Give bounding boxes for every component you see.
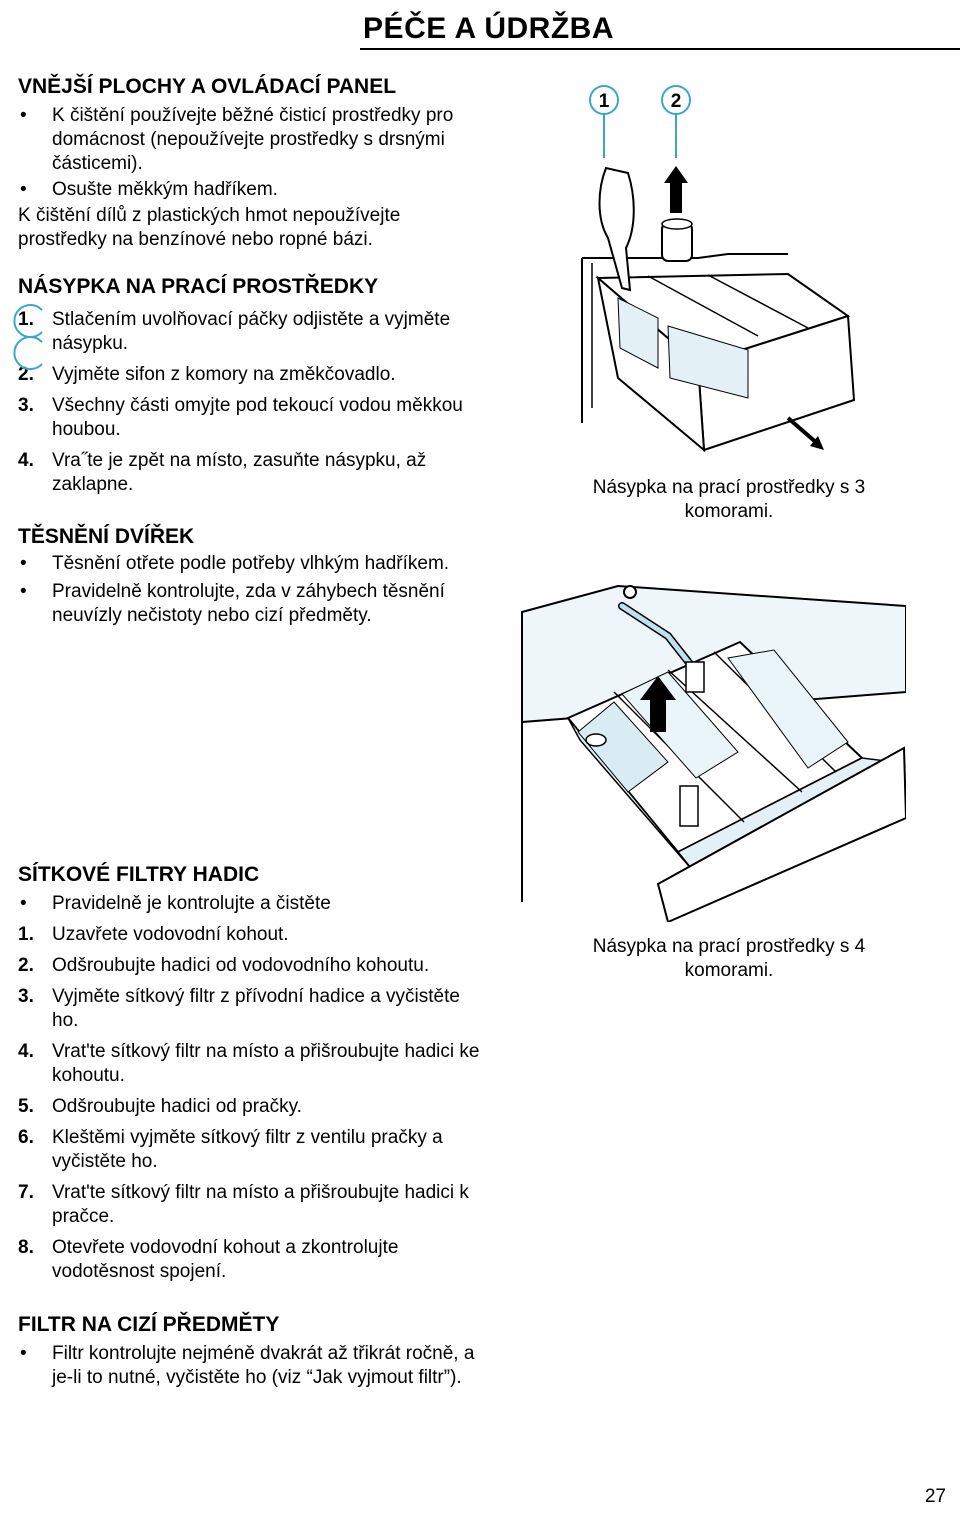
list-item: 2. Vyjměte sifon z komory na změkčovadlo…	[18, 363, 488, 387]
step-text: Vyjměte sítkový filtr z přívodní hadice …	[52, 986, 460, 1031]
step-text: Uzavřete vodovodní kohout.	[52, 924, 289, 945]
note-text: K čištění dílů z plastických hmot nepouž…	[18, 205, 401, 250]
list-item: 8. Otevřete vodovodní kohout a zkontrolu…	[18, 1236, 492, 1284]
step-text: Odšroubujte hadici od pračky.	[52, 1096, 302, 1117]
figure-label-1: 1	[599, 91, 610, 112]
section-exterior: VNĚJŠÍ PLOCHY A OVLÁDACÍ PANEL K čištění…	[18, 74, 488, 252]
dispenser-3-compartments-illustration: 1 2	[581, 85, 856, 453]
step-number: 8.	[18, 1237, 34, 1258]
dispenser-4-compartments-illustration	[521, 584, 906, 922]
list-item: Filtr kontrolujte nejméně dvakrát až tři…	[18, 1342, 482, 1390]
step-circles	[13, 304, 43, 370]
list-item: 6. Kleštěmi vyjměte sítkový filtr z vent…	[18, 1126, 512, 1174]
list-item: Pravidelně je kontrolujte a čistěte	[18, 892, 488, 916]
section-heading: FILTR NA CIZÍ PŘEDMĚTY	[18, 1313, 280, 1336]
page-title-bar: PÉČE A ÚDRŽBA	[360, 0, 960, 50]
section-dispenser: NÁSYPKA NA PRACÍ PROSTŘEDKY 1. Stlačením…	[18, 274, 488, 504]
step-text: Vrat'te sítkový filtr na místo a přišrou…	[52, 1182, 469, 1227]
list-item: 1. Uzavřete vodovodní kohout.	[18, 923, 488, 947]
list-item: 5. Odšroubujte hadici od pračky.	[18, 1095, 488, 1119]
page-number: 27	[924, 1486, 946, 1507]
section-foreign: FILTR NA CIZÍ PŘEDMĚTY Filtr kontrolujte…	[18, 1312, 488, 1397]
section-heading: TĚSNĚNÍ DVÍŘEK	[18, 525, 195, 548]
list-item-text: Filtr kontrolujte nejméně dvakrát až tři…	[52, 1343, 475, 1388]
step-text: Vyjměte sifon z komory na změkčovadlo.	[52, 364, 396, 385]
step-number: 1.	[18, 924, 34, 945]
list-item-text: Pravidelně kontrolujte, zda v záhybech t…	[52, 581, 445, 626]
figure-caption: Násypka na prací prostředky s 3 komorami…	[592, 477, 866, 522]
step-text: Odšroubujte hadici od vodovodního kohout…	[52, 955, 430, 976]
step-text: Stlačením uvolňovací páčky odjistěte a v…	[52, 309, 451, 354]
step-text: Vra˝te je zpět na místo, zasuňte násypku…	[52, 450, 427, 495]
list-item: 4. Vra˝te je zpět na místo, zasuňte násy…	[18, 449, 488, 497]
list-item: 2. Odšroubujte hadici od vodovodního koh…	[18, 954, 488, 978]
step-text: Vrat'te sítkový filtr na místo a přišrou…	[52, 1041, 480, 1086]
section-heading: SÍTKOVÉ FILTRY HADIC	[18, 863, 260, 886]
step-number: 2.	[18, 955, 34, 976]
list-item: Těsnění otřete podle potřeby vlhkým hadř…	[18, 552, 488, 576]
step-number: 4.	[18, 1041, 34, 1062]
step-text: Otevřete vodovodní kohout a zkontrolujte…	[52, 1237, 399, 1282]
step-number: 7.	[18, 1182, 34, 1203]
step-text: Kleštěmi vyjměte sítkový filtr z ventilu…	[52, 1127, 443, 1172]
step-number: 3.	[18, 986, 34, 1007]
step-number: 1.	[18, 309, 34, 330]
list-item-text: K čištění používejte běžné čisticí prost…	[52, 105, 454, 174]
list-item-text: Těsnění otřete podle potřeby vlhkým hadř…	[52, 553, 450, 574]
figure-caption: Násypka na prací prostředky s 4 komorami…	[592, 936, 866, 981]
list-item: Osušte měkkým hadříkem.	[18, 178, 488, 202]
list-item: Pravidelně kontrolujte, zda v záhybech t…	[18, 580, 452, 628]
list-item: 7. Vrat'te sítkový filtr na místo a přiš…	[18, 1181, 492, 1229]
list-item: 3. Vyjměte sítkový filtr z přívodní hadi…	[18, 985, 472, 1033]
section-heading: VNĚJŠÍ PLOCHY A OVLÁDACÍ PANEL	[18, 75, 397, 98]
page-title: PÉČE A ÚDRŽBA	[363, 12, 614, 45]
step-number: 5.	[18, 1096, 34, 1117]
section-heading: NÁSYPKA NA PRACÍ PROSTŘEDKY	[18, 275, 379, 298]
list-item: 3. Všechny části omyjte pod tekoucí vodo…	[18, 394, 488, 442]
figure-label-2: 2	[671, 91, 682, 112]
step-number: 6.	[18, 1127, 34, 1148]
step-number: 4.	[18, 450, 34, 471]
step-number: 3.	[18, 395, 34, 416]
list-item: 4. Vrat'te sítkový filtr na místo a přiš…	[18, 1040, 492, 1088]
section-filters: SÍTKOVÉ FILTRY HADIC Pravidelně je kontr…	[18, 862, 488, 1291]
list-item: 1. Stlačením uvolňovací páčky odjistěte …	[18, 308, 488, 356]
step-text: Všechny části omyjte pod tekoucí vodou m…	[52, 395, 463, 440]
section-seal: TĚSNĚNÍ DVÍŘEK Těsnění otřete podle potř…	[18, 524, 488, 635]
list-item-text: Osušte měkkým hadříkem.	[52, 179, 278, 200]
list-item-text: Pravidelně je kontrolujte a čistěte	[52, 893, 331, 914]
list-item: K čištění používejte běžné čisticí prost…	[18, 104, 488, 176]
